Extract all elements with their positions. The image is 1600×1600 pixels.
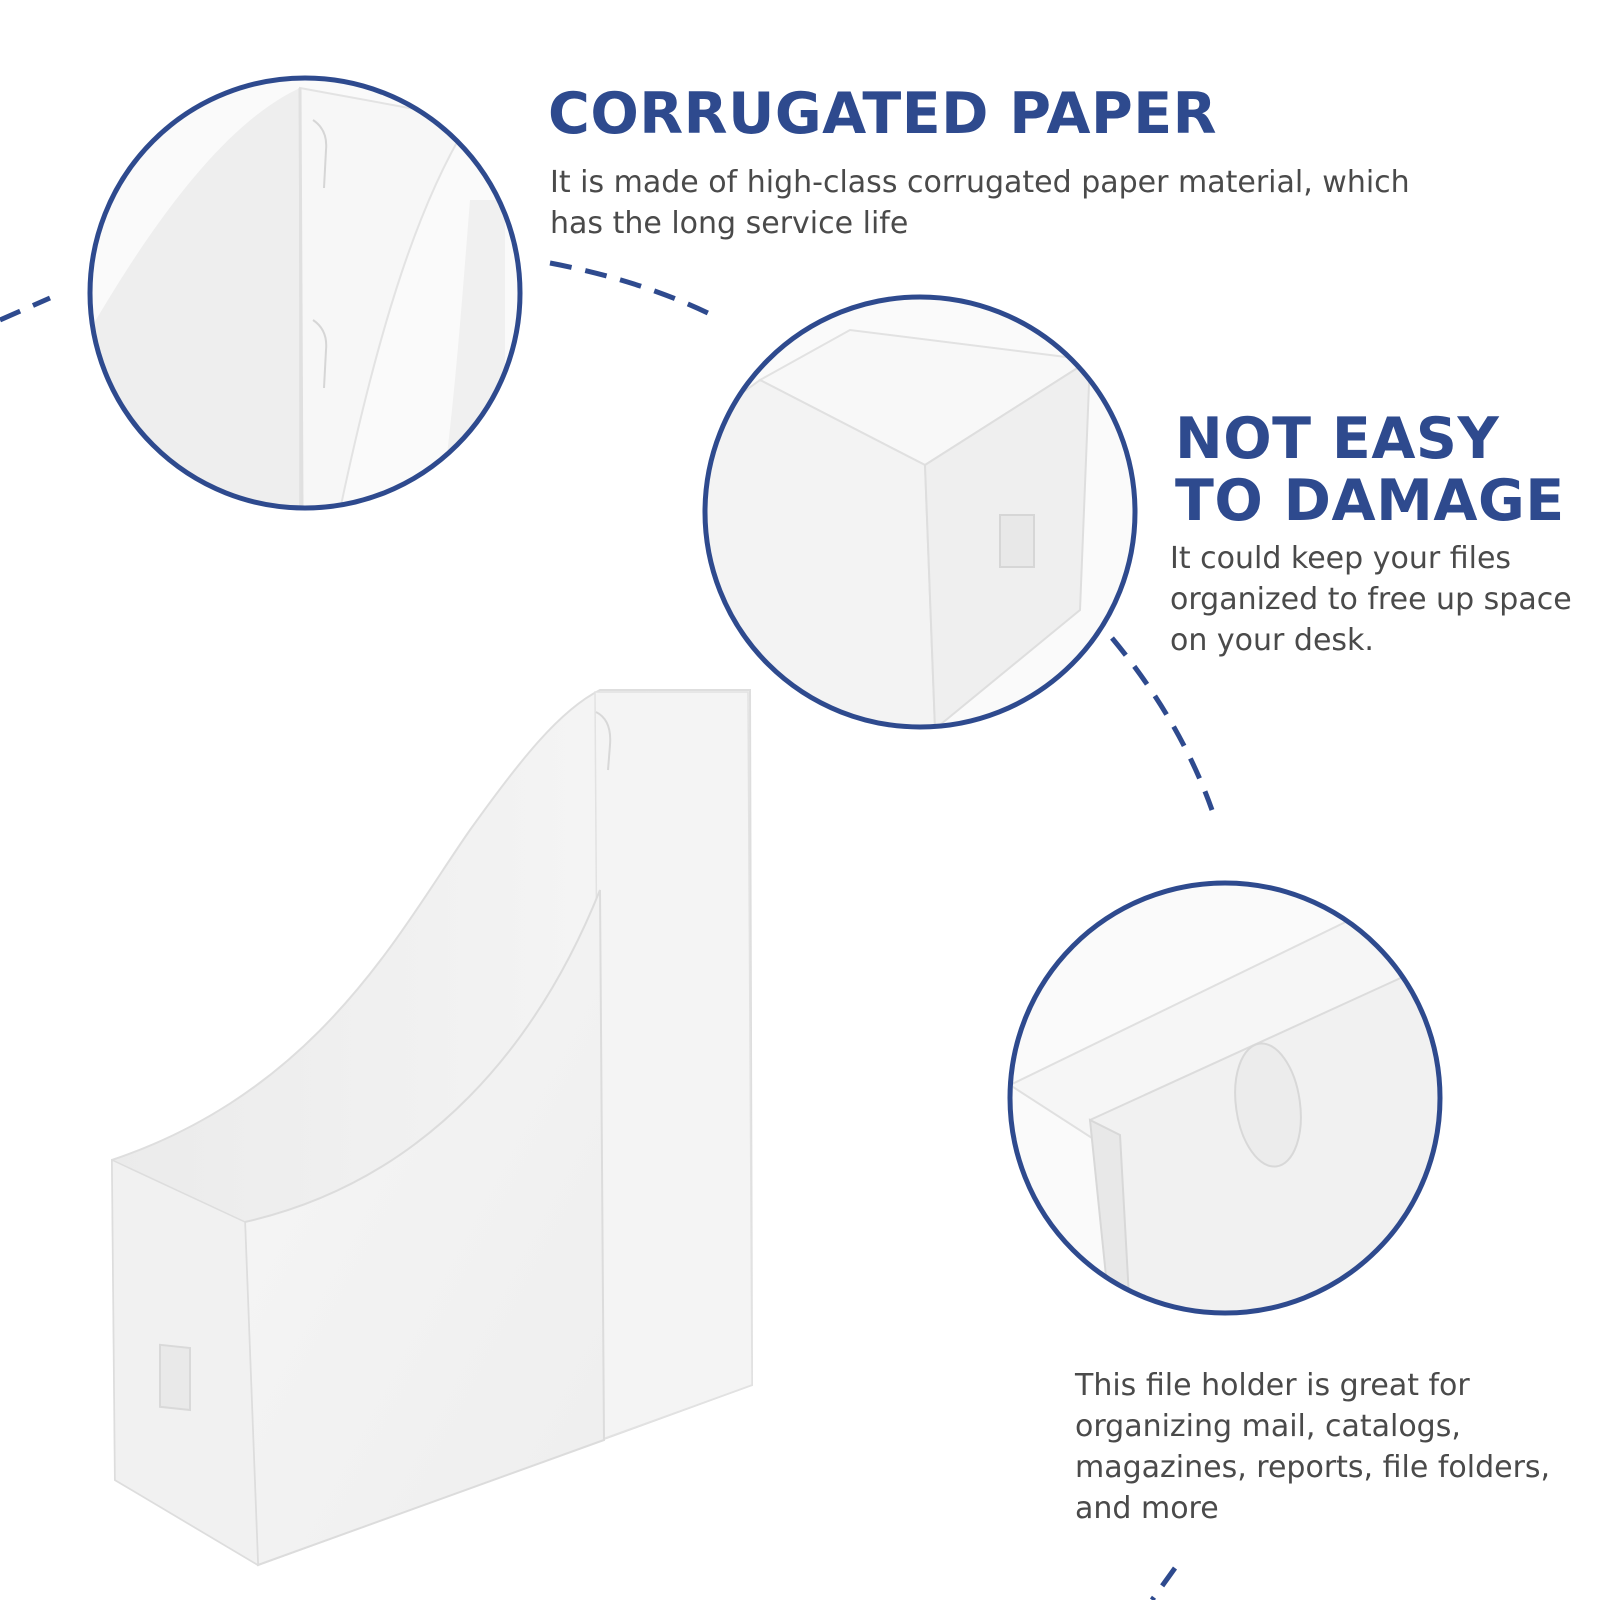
detail-grip-slot — [999, 514, 1035, 568]
feature-description-usage: This file holder is great for organizing… — [1075, 1368, 1551, 1526]
feature-description-not-easy-to-damage: It could keep your files organized to fr… — [1170, 541, 1572, 658]
holder-front-face — [243, 889, 606, 1567]
detail-circle-corner — [702, 294, 1138, 730]
detail-circle-side-clip — [1007, 880, 1443, 1316]
feature-title-corrugated-paper: CORRUGATED PAPER — [548, 81, 1218, 147]
detail-circle-top-edge — [87, 75, 523, 511]
connector-top — [549, 260, 714, 318]
feature-title-not-easy-to-damage: NOT EASY TO DAMAGE — [1175, 406, 1565, 534]
magazine-file-holder-image — [110, 689, 754, 1567]
feature-description-corrugated-paper: It is made of high-class corrugated pape… — [550, 165, 1410, 241]
connector-right — [1110, 636, 1215, 811]
dashed-connector-lines — [0, 260, 1215, 1600]
connector-bottom — [1149, 1566, 1178, 1600]
holder-grip-slot — [159, 1343, 191, 1412]
detail-clip-hole — [1234, 1042, 1302, 1168]
holder-back-panel — [594, 691, 753, 1442]
connector-left — [0, 295, 52, 323]
